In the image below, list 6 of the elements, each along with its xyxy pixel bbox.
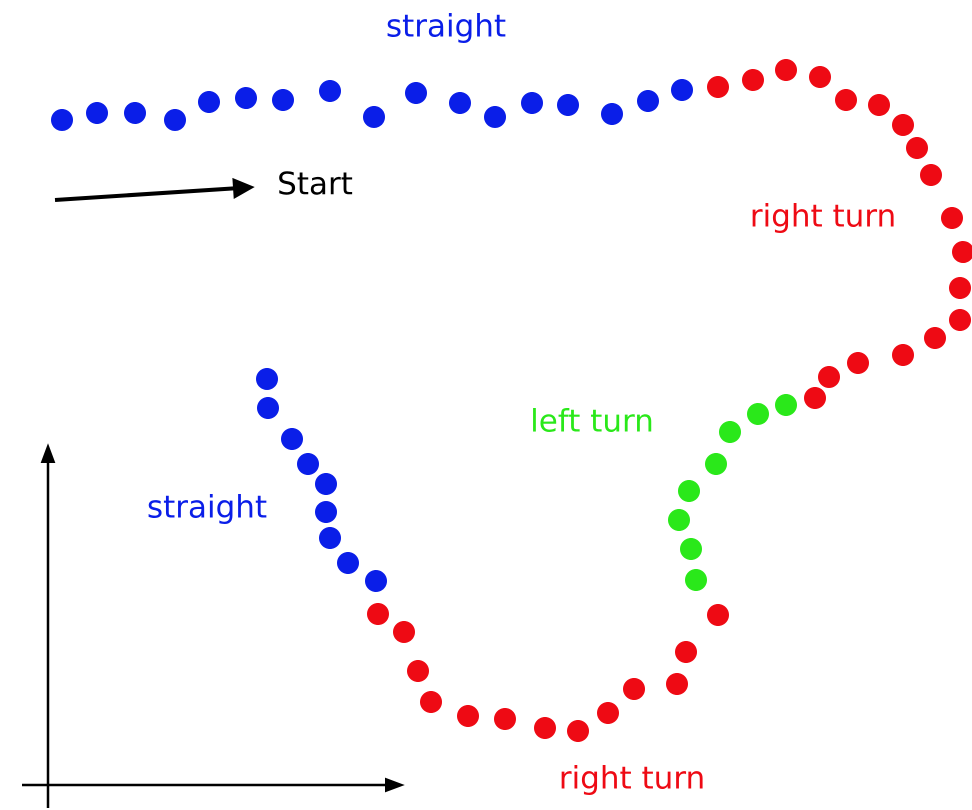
- trajectory-label: straight: [148, 494, 266, 524]
- trajectory-label: right turn: [752, 203, 894, 233]
- trajectory-label: Start: [279, 171, 352, 195]
- trajectory-label: left turn: [533, 408, 652, 432]
- trajectory-label: right turn: [562, 765, 703, 795]
- trajectory-label: straight: [388, 13, 506, 43]
